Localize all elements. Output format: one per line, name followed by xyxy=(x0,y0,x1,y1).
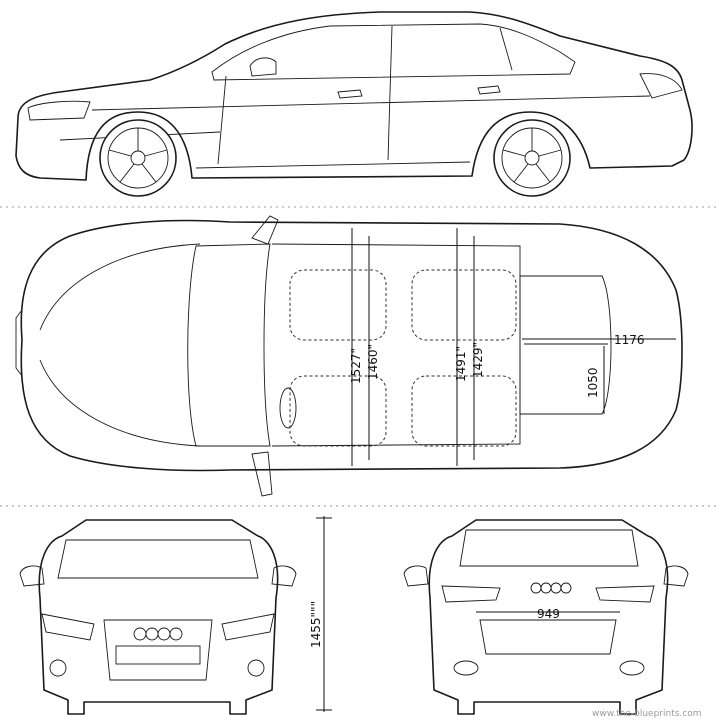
dim-rear-inner-width: 1429" xyxy=(471,342,485,378)
dim-front-seat-width: 1527" xyxy=(349,348,363,384)
dim-rear-seat-width: 1491" xyxy=(454,346,468,382)
dim-rear-lamp-span: 949 xyxy=(537,607,560,621)
front-view: 1455""" xyxy=(19,516,332,715)
dim-height: 1455""" xyxy=(309,601,323,648)
dim-front-inner-width: 1460" xyxy=(366,344,380,380)
dim-trunk-depth: 1050 xyxy=(586,367,600,398)
top-view: 1527" 1460" 1491" 1429" 1176 1050 xyxy=(15,215,683,497)
dim-trunk-width: 1176 xyxy=(614,333,645,347)
side-view xyxy=(15,11,693,197)
watermark: www.the-blueprints.com xyxy=(592,709,702,719)
rear-view: 949 xyxy=(403,519,689,715)
